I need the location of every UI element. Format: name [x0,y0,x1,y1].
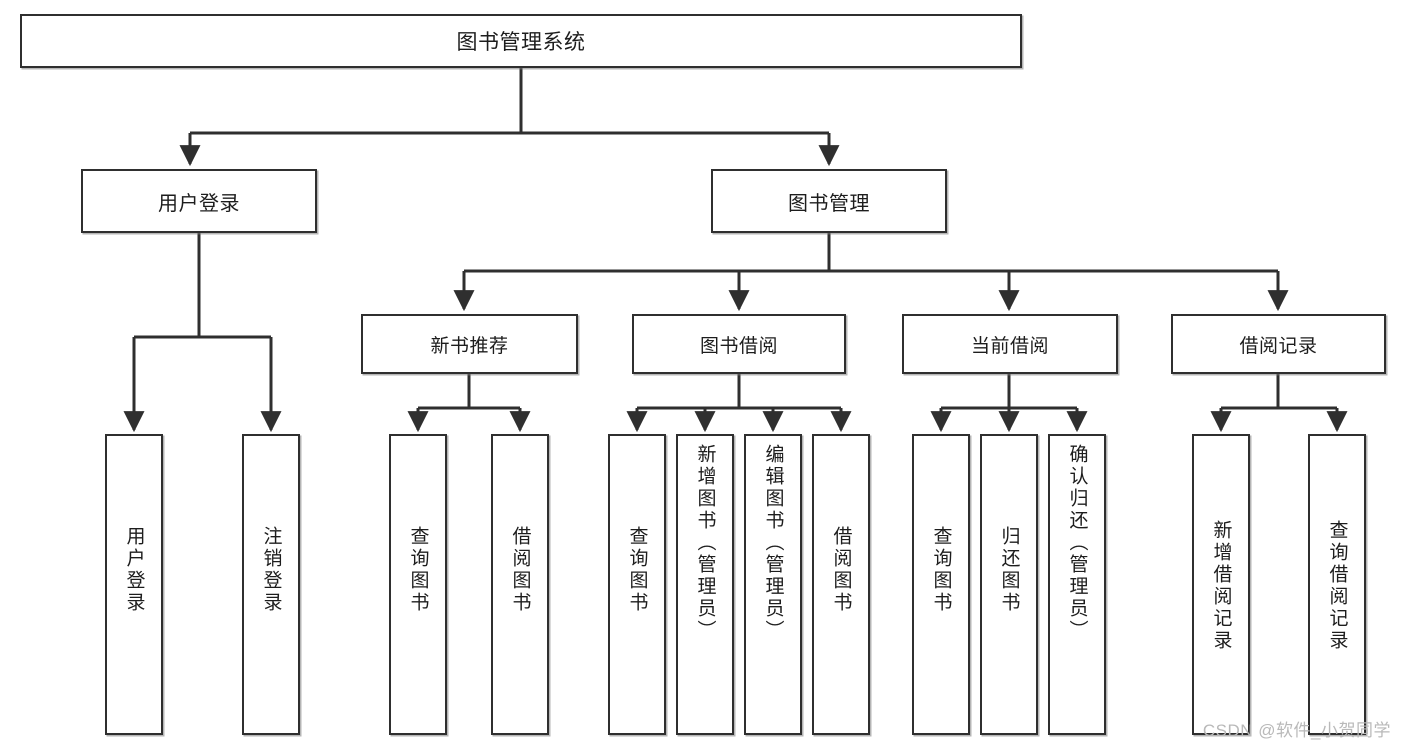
leaf-user-login-login[interactable]: 用户登录 [105,434,163,735]
leaf-current-borrow-return[interactable]: 归还图书 [980,434,1038,735]
leaf-borrow-record-add[interactable]: 新增借阅记录 [1192,434,1250,735]
csdn-watermark: CSDN @软件_小贺同学 [1202,721,1391,740]
node-book-borrow-label: 图书借阅 [699,335,778,357]
leaf-current-borrow-confirm[interactable]: 确认归还（管理员） [1048,434,1106,735]
node-user-login-label: 用户登录 [158,192,240,215]
leaf-new-book-query-label: 查询图书 [407,526,429,614]
leaf-book-borrow-query[interactable]: 查询图书 [608,434,666,735]
leaf-user-login-logout-label: 注销登录 [260,526,282,614]
leaf-borrow-record-query[interactable]: 查询借阅记录 [1308,434,1366,735]
node-book-management[interactable]: 图书管理 [711,169,947,233]
leaf-new-book-query[interactable]: 查询图书 [389,434,447,735]
node-root-label: 图书管理系统 [456,31,586,54]
leaf-current-borrow-return-label: 归还图书 [998,526,1020,614]
node-user-login[interactable]: 用户登录 [81,169,317,233]
node-new-book-recommend[interactable]: 新书推荐 [361,314,578,374]
node-current-borrow[interactable]: 当前借阅 [902,314,1118,374]
node-book-borrow[interactable]: 图书借阅 [632,314,846,374]
node-book-management-label: 图书管理 [788,192,870,215]
leaf-user-login-logout[interactable]: 注销登录 [242,434,300,735]
leaf-book-borrow-borrow[interactable]: 借阅图书 [812,434,870,735]
leaf-book-borrow-add[interactable]: 新增图书（管理员） [676,434,734,735]
node-current-borrow-label: 当前借阅 [970,335,1049,357]
leaf-current-borrow-query-label: 查询图书 [930,526,952,614]
node-borrow-record-label: 借阅记录 [1239,335,1318,357]
leaf-book-borrow-edit[interactable]: 编辑图书（管理员） [744,434,802,735]
leaf-borrow-record-add-label: 新增借阅记录 [1210,520,1232,652]
node-new-book-recommend-label: 新书推荐 [430,335,509,357]
leaf-new-book-borrow[interactable]: 借阅图书 [491,434,549,735]
node-root[interactable]: 图书管理系统 [20,14,1022,68]
leaf-borrow-record-query-label: 查询借阅记录 [1326,520,1348,652]
leaf-book-borrow-edit-label: 编辑图书（管理员） [762,444,784,642]
leaf-new-book-borrow-label: 借阅图书 [509,526,531,614]
leaf-current-borrow-confirm-label: 确认归还（管理员） [1066,444,1088,642]
leaf-book-borrow-borrow-label: 借阅图书 [830,526,852,614]
leaf-book-borrow-query-label: 查询图书 [626,526,648,614]
node-borrow-record[interactable]: 借阅记录 [1171,314,1386,374]
leaf-user-login-login-label: 用户登录 [123,526,145,614]
leaf-current-borrow-query[interactable]: 查询图书 [912,434,970,735]
leaf-book-borrow-add-label: 新增图书（管理员） [694,444,716,642]
